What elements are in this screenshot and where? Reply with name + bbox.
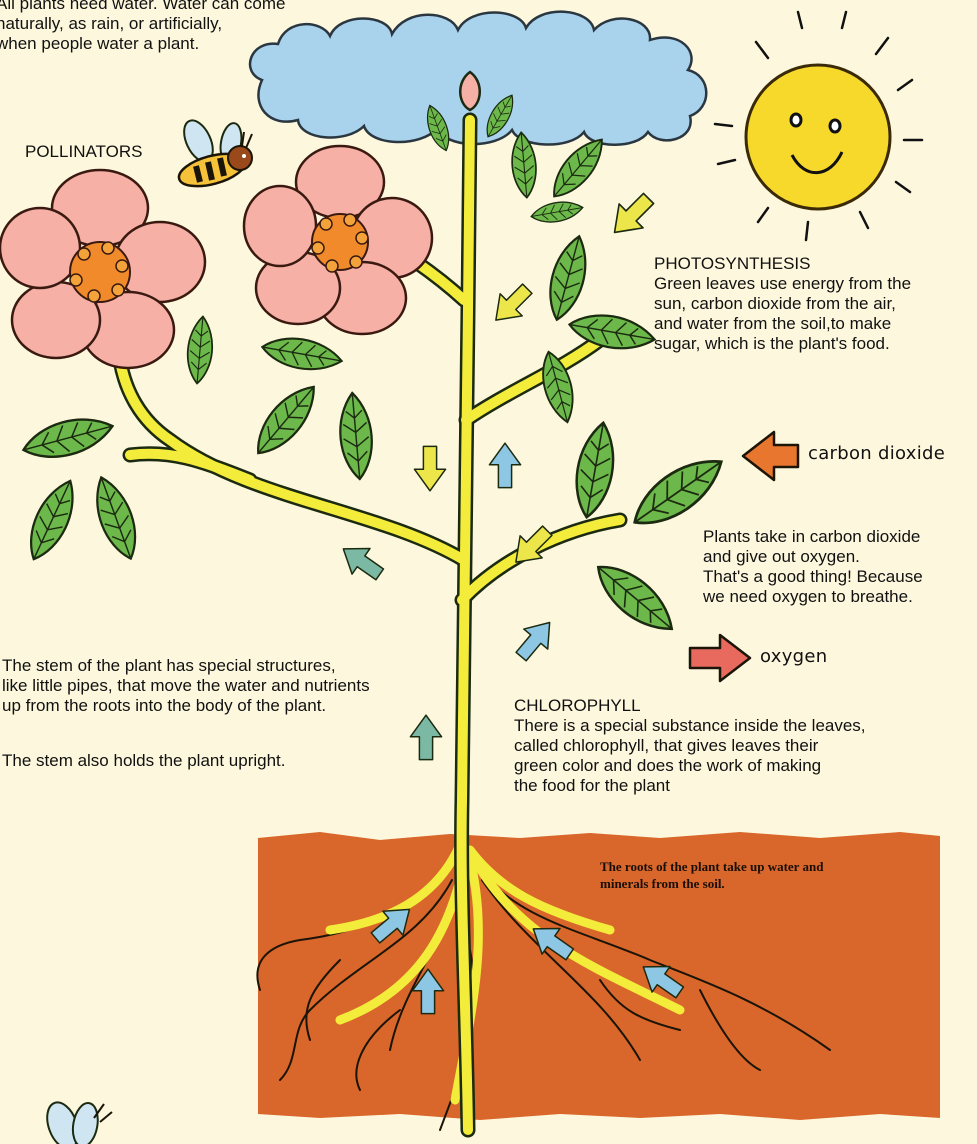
chlorophyll-heading: CHLOROPHYLL xyxy=(514,696,866,716)
chlorophyll-note: CHLOROPHYLL There is a special substance… xyxy=(514,696,866,796)
arrow-teal-2 xyxy=(410,715,441,759)
photosynthesis-heading: PHOTOSYNTHESIS xyxy=(654,254,911,274)
flower-bud xyxy=(460,72,480,110)
carbon-dioxide-arrow xyxy=(743,432,798,480)
gas-exchange-note: Plants take in carbon dioxide and give o… xyxy=(703,527,923,607)
photosynthesis-line: sugar, which is the plant's food. xyxy=(654,334,911,354)
chlorophyll-line: called chlorophyll, that gives leaves th… xyxy=(514,736,866,756)
stem-note-line: up from the roots into the body of the p… xyxy=(2,696,370,716)
stem-note-upright: The stem also holds the plant upright. xyxy=(2,751,286,771)
photosynthesis-line: and water from the soil,to make xyxy=(654,314,911,334)
sun-icon xyxy=(715,12,922,240)
pollinators-label: POLLINATORS xyxy=(25,142,142,162)
bee-icon xyxy=(176,116,252,192)
water-note-line: naturally, as rain, or artificially, xyxy=(0,14,285,34)
arrow-blue-1 xyxy=(489,443,520,487)
soil xyxy=(258,832,940,1120)
chlorophyll-line: There is a special substance inside the … xyxy=(514,716,866,736)
oxygen-arrow xyxy=(690,635,750,681)
flower-right xyxy=(244,146,432,334)
roots-note-line: minerals from the soil. xyxy=(600,875,823,892)
photosynthesis-line: sun, carbon dioxide from the air, xyxy=(654,294,911,314)
oxygen-label: oxygen xyxy=(760,647,827,667)
stem-note-line: The stem of the plant has special struct… xyxy=(2,656,370,676)
arrow-teal-1 xyxy=(334,536,388,587)
stem-note: The stem of the plant has special struct… xyxy=(2,656,370,716)
chlorophyll-line: green color and does the work of making xyxy=(514,756,866,776)
photosynthesis-line: Green leaves use energy from the xyxy=(654,274,911,294)
water-note-line: when people water a plant. xyxy=(0,34,285,54)
water-note: All plants need water. Water can come na… xyxy=(0,0,285,54)
arrow-yellow-3 xyxy=(414,446,445,490)
water-note-line: All plants need water. Water can come xyxy=(0,0,285,14)
chlorophyll-line: the food for the plant xyxy=(514,776,866,796)
gas-exchange-line: That's a good thing! Because xyxy=(703,567,923,587)
gas-exchange-line: Plants take in carbon dioxide xyxy=(703,527,923,547)
arrow-blue-2 xyxy=(509,613,561,667)
roots-note: The roots of the plant take up water and… xyxy=(600,858,823,892)
gas-exchange-line: and give out oxygen. xyxy=(703,547,923,567)
carbon-dioxide-label: carbon dioxide xyxy=(808,444,945,464)
cloud xyxy=(250,12,706,145)
photosynthesis-note: PHOTOSYNTHESIS Green leaves use energy f… xyxy=(654,254,911,354)
roots-note-line: The roots of the plant take up water and xyxy=(600,858,823,875)
stem-note-line: like little pipes, that move the water a… xyxy=(2,676,370,696)
bee-partial-icon xyxy=(41,1098,112,1144)
arrow-yellow-2 xyxy=(485,278,538,331)
arrow-yellow-1 xyxy=(603,187,661,245)
flower-left xyxy=(0,170,205,368)
gas-exchange-line: we need oxygen to breathe. xyxy=(703,587,923,607)
